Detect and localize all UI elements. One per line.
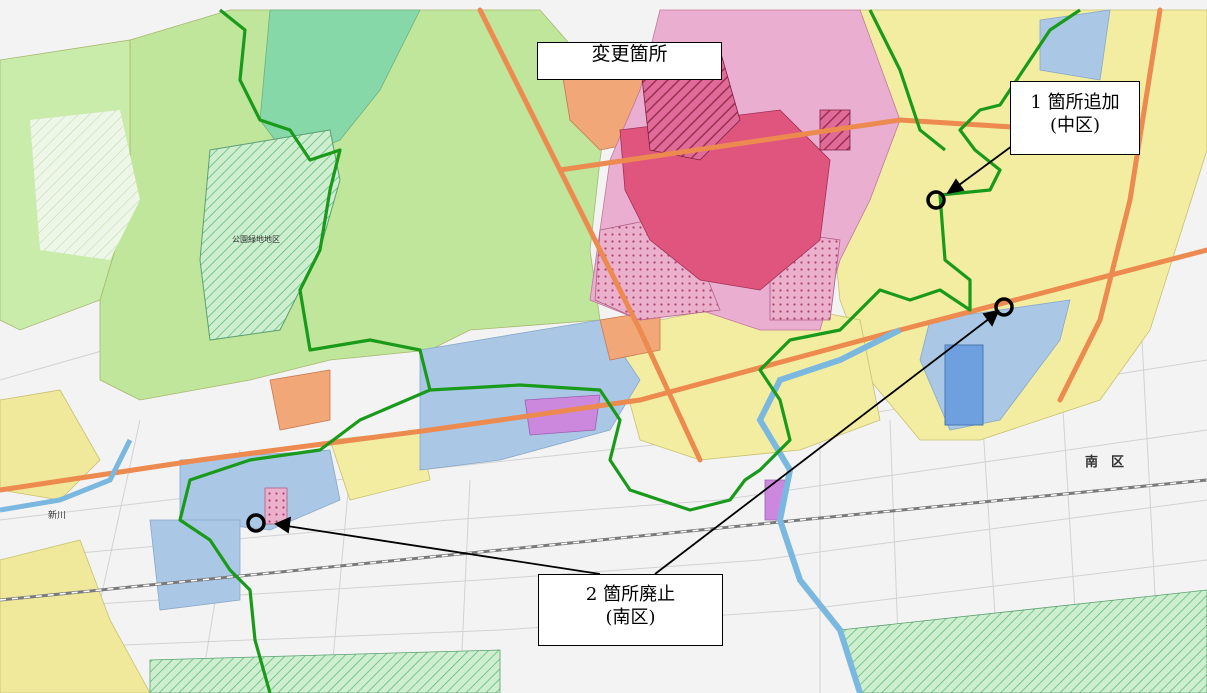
river-west [0,438,133,513]
callout-change-label: 変更箇所 [591,43,668,65]
callout-added-count: 1 箇所追加 [1030,92,1120,113]
label-ward-south: 南 区 [1085,454,1124,470]
ward-boundary [178,8,1081,693]
label-park: 公園緑地地区 [232,234,280,244]
arrow-remove-2 [654,317,991,575]
zone-commercial-dots-small [264,487,288,525]
callout-added-ward: (中区) [1049,114,1101,136]
callout-removed-count: 2 箇所廃止 [585,584,676,605]
callout-arrows [274,145,1013,575]
change-markers [246,190,1014,533]
railway-dash [0,479,1207,601]
marker-added-naka [926,190,946,210]
arrow-remove-2-head [982,309,1000,327]
zone-green-sw [149,649,501,693]
roads [0,7,1207,493]
zone-lighthatch [30,110,140,260]
zone-industrial-5 [149,519,241,611]
marker-removed-minami-1 [994,297,1014,317]
zone-industrial-dark [944,344,984,426]
label-river: 新川 [48,509,66,521]
arrow-add-head [946,178,965,195]
callout-removed-ward: (南区) [605,606,656,628]
zone-orange-2 [269,369,331,431]
arrow-remove-1 [286,525,601,575]
arrow-remove-1-head [274,516,292,534]
zone-industrial-4 [1039,9,1111,81]
callout-removed: 2 箇所廃止 (南区) [538,574,723,646]
callout-added: 1 箇所追加 (中区) [1010,81,1140,155]
zone-purple [524,394,601,436]
arrow-add [954,145,1013,189]
zone-residential-sw [0,539,151,693]
callout-change-locations: 変更箇所 [537,42,722,80]
marker-removed-minami-2 [246,513,266,533]
